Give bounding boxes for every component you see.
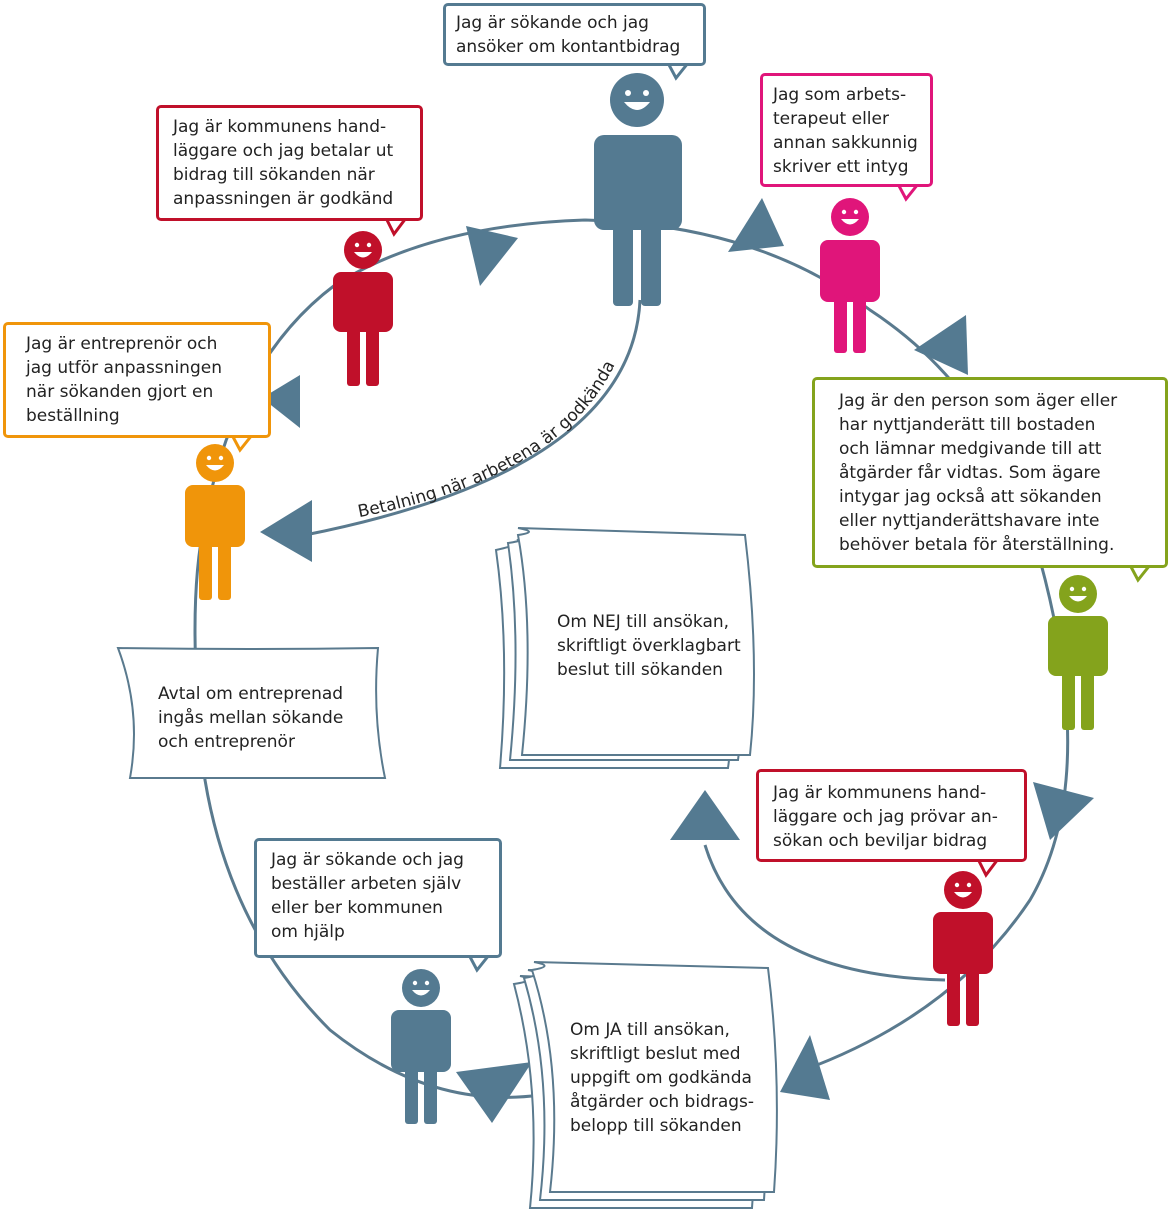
therapist-person: [820, 198, 880, 353]
bubble-line: bidrag till sökanden när: [173, 165, 375, 185]
note-line: Avtal om entreprenad: [158, 684, 344, 704]
note-line: skriftligt överklagbart: [557, 636, 741, 656]
nej-text: Om NEJ till ansökan, skriftligt överklag…: [557, 610, 741, 682]
note-line: ingås mellan sökande: [158, 708, 344, 728]
arrow-to-owner: [914, 315, 968, 375]
bubble-line: Jag är entreprenör och: [26, 334, 218, 354]
note-line: åtgärder och bidrags-: [570, 1092, 755, 1112]
bubble-line: terapeut eller: [773, 109, 889, 129]
arrow-to-therapist: [728, 198, 784, 252]
bubble-line: Jag är kommunens hand-: [173, 117, 387, 137]
note-line: Om NEJ till ansökan,: [557, 612, 730, 632]
avtal-text: Avtal om entreprenad ingås mellan sökand…: [158, 682, 343, 754]
handler-review-bubble: Jag är kommunens hand- läggare och jag p…: [756, 769, 1027, 862]
bubble-line: eller ber kommunen: [271, 898, 443, 918]
entrepreneur-bubble: Jag är entreprenör och jag utför anpassn…: [3, 322, 271, 438]
handler-review-person: [933, 871, 993, 1026]
bubble-line: läggare och jag betalar ut: [173, 141, 394, 161]
note-line: och entreprenör: [158, 732, 295, 752]
applicant-top-bubble: Jag är sökande och jag ansöker om kontan…: [443, 3, 706, 66]
handler-pays-person: [333, 231, 393, 386]
bubble-line: beställer arbeten själv: [271, 874, 462, 894]
bubble-line: när sökanden gjort en: [26, 382, 214, 402]
bubble-line: har nyttjanderätt till bostaden: [839, 415, 1096, 435]
bubble-line: läggare och jag prövar an-: [773, 807, 998, 827]
nej-document: [494, 527, 755, 769]
applicant-order-bubble: Jag är sökande och jag beställer arbeten…: [254, 838, 502, 958]
arrow-to-handler-review: [1033, 782, 1094, 840]
bubble-line: åtgärder får vidtas. Som ägare: [839, 463, 1101, 483]
handler-pays-bubble: Jag är kommunens hand- läggare och jag b…: [156, 105, 423, 221]
payment-arc: [304, 299, 642, 537]
arrow-to-ja: [780, 1035, 830, 1100]
note-line: belopp till sökanden: [570, 1116, 742, 1136]
bubble-line: och lämnar medgivande till att: [839, 439, 1102, 459]
bubble-line: jag utför anpassningen: [26, 358, 222, 378]
bubble-line: behöver betala för återställning.: [839, 535, 1115, 555]
note-line: skriftligt beslut med: [570, 1044, 741, 1064]
bubble-line: intygar jag också att sökanden: [839, 487, 1102, 507]
note-line: Om JA till ansökan,: [570, 1020, 730, 1040]
arrow-to-applicant: [456, 1062, 532, 1123]
bubble-line: beställning: [26, 406, 120, 426]
payment-label: Betalning när arbetena är godkända: [356, 358, 619, 523]
ja-document: [512, 961, 778, 1209]
bubble-line: eller nyttjanderättshavare inte: [839, 511, 1100, 531]
applicant-person-bottom: [391, 969, 451, 1124]
bubble-line: Jag är sökande och jag: [271, 850, 464, 870]
nej-arc: [703, 844, 946, 982]
arrow-nej: [670, 790, 740, 840]
note-line: uppgift om godkända: [570, 1068, 752, 1088]
arrow-to-entrepreneur: [262, 375, 300, 428]
arrow-right-top: [466, 226, 518, 286]
applicant-person-top: [594, 73, 682, 306]
bubble-line: anpassningen är godkänd: [173, 189, 394, 209]
bubble-line: Jag är kommunens hand-: [773, 783, 987, 803]
therapist-bubble: Jag som arbets- terapeut eller annan sak…: [760, 73, 933, 187]
entrepreneur-person: [185, 444, 245, 600]
arrow-payment: [260, 500, 312, 562]
bubble-line: skriver ett intyg: [773, 157, 909, 177]
ja-text: Om JA till ansökan, skriftligt beslut me…: [570, 1018, 754, 1138]
owner-person: [1048, 575, 1108, 730]
avtal-document: [116, 646, 387, 779]
bubble-line: ansöker om kontantbidrag: [456, 37, 681, 57]
note-line: beslut till sökanden: [557, 660, 723, 680]
bubble-line: om hjälp: [271, 922, 345, 942]
bubble-line: Jag är den person som äger eller: [839, 391, 1118, 411]
bubble-line: Jag är sökande och jag: [456, 13, 649, 33]
bubble-line: annan sakkunnig: [773, 133, 918, 153]
bubble-line: Jag som arbets-: [773, 85, 907, 105]
owner-bubble: Jag är den person som äger eller har nyt…: [812, 377, 1168, 568]
bubble-line: sökan och beviljar bidrag: [773, 831, 988, 851]
